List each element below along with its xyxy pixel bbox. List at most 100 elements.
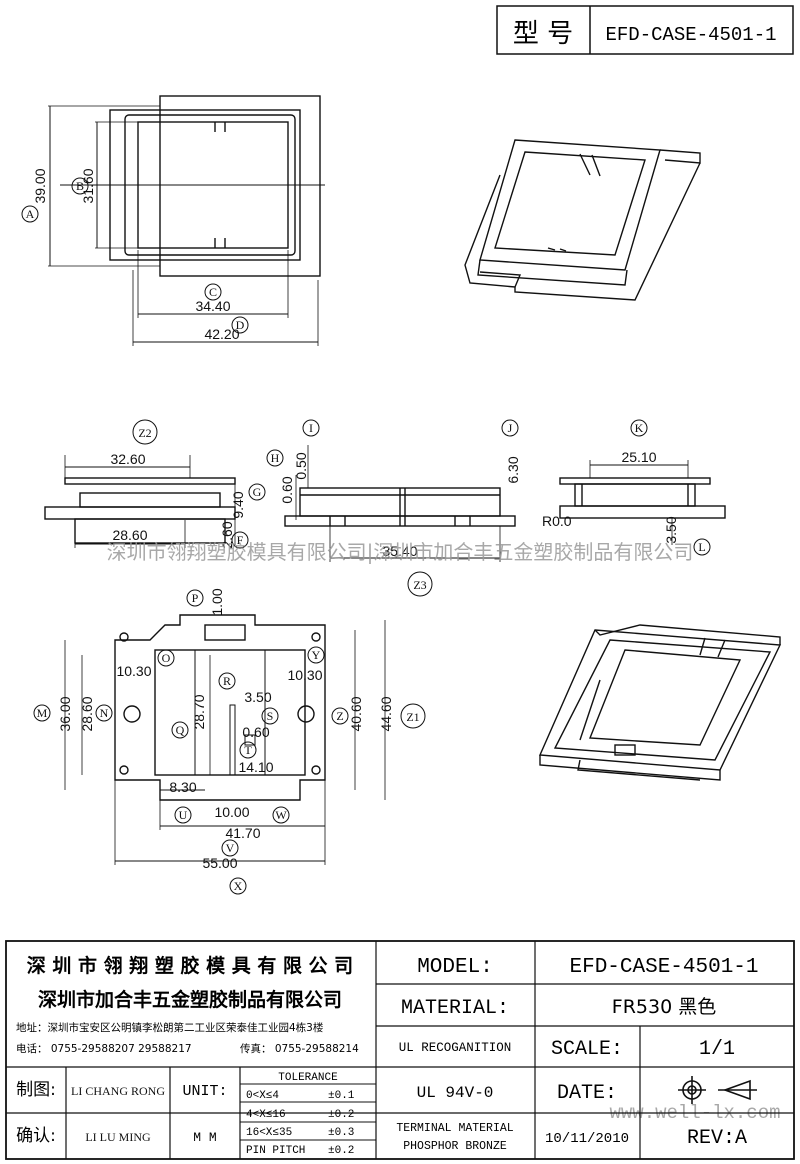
label-O: O — [157, 649, 175, 667]
dim-9-4: 9.40 — [230, 491, 246, 518]
ul-value: UL 94V-0 — [417, 1084, 494, 1102]
label-M: M — [33, 704, 51, 722]
terminal-material-value: PHOSPHOR BRONZE — [403, 1140, 507, 1153]
tolerance-value-4: ±0.2 — [328, 1145, 354, 1157]
company-phone: 电话： 0755-29588207 29588217 — [16, 1042, 192, 1055]
svg-text:N: N — [100, 706, 109, 720]
tolerance-value-1: ±0.1 — [328, 1090, 355, 1102]
dim-3-5b: 3.50 — [244, 689, 271, 705]
dim-r0: R0.0 — [542, 513, 572, 529]
dim-2-6: 2.60 — [219, 521, 235, 548]
label-Q: Q — [171, 721, 189, 739]
svg-text:H: H — [271, 451, 280, 465]
svg-text:C: C — [209, 285, 217, 299]
svg-text:J: J — [508, 421, 513, 435]
projection-symbol — [678, 1076, 757, 1104]
dim-34-4: 34.40 — [195, 298, 230, 314]
model-value: EFD-CASE-4501-1 — [569, 956, 758, 979]
tolerance-range-1: 0<X≤4 — [246, 1090, 279, 1102]
svg-text:O: O — [162, 651, 171, 665]
svg-text:A: A — [26, 207, 35, 221]
dim-8-3: 8.30 — [169, 779, 196, 795]
svg-text:Z: Z — [336, 709, 343, 723]
dim-39: 39.00 — [32, 168, 48, 203]
label-I: I — [302, 419, 320, 437]
dim-55: 55.00 — [202, 855, 237, 871]
label-S: S — [261, 707, 279, 725]
label-G: G — [248, 483, 266, 501]
dim-36: 36.00 — [57, 696, 73, 731]
label-Z: Z — [331, 707, 349, 725]
svg-text:L: L — [698, 540, 705, 554]
dim-0-6: 0.60 — [279, 476, 295, 503]
dim-3-5: 3.50 — [663, 516, 679, 543]
svg-text:T: T — [244, 743, 252, 757]
tolerance-title: TOLERANCE — [278, 1072, 338, 1084]
bottom-view — [64, 614, 386, 865]
svg-text:Y: Y — [312, 648, 321, 662]
dim-40-6: 40.60 — [348, 696, 364, 731]
dim-25-1: 25.10 — [621, 449, 656, 465]
header-model-box: 型 号 EFD-CASE-4501-1 — [496, 5, 794, 55]
ul-label: UL RECOGANITION — [399, 1041, 512, 1055]
right-view — [559, 460, 726, 545]
tolerance-value-3: ±0.3 — [328, 1127, 354, 1139]
svg-text:Z2: Z2 — [138, 426, 151, 440]
date-label: DATE: — [557, 1082, 617, 1105]
dim-0-6b: 0.60 — [242, 724, 269, 740]
label-F: F — [231, 531, 249, 549]
dim-10-0: 10.00 — [214, 804, 249, 820]
material-value: FR530 黑色 — [612, 996, 716, 1018]
tolerance-value-2: ±0.2 — [328, 1109, 354, 1121]
dim-10-3-right: 10.30 — [287, 667, 322, 683]
dim-28-6: 28.60 — [112, 527, 147, 543]
label-L: L — [693, 538, 711, 556]
dim-35-4: 35.40 — [382, 543, 417, 559]
svg-text:Q: Q — [176, 723, 185, 737]
label-B: B — [71, 177, 89, 195]
label-A: A — [21, 205, 39, 223]
svg-text:U: U — [179, 808, 188, 822]
label-U: U — [174, 806, 192, 824]
label-Z2: Z2 — [132, 419, 158, 445]
dim-10-3-left: 10.30 — [116, 663, 151, 679]
drawn-by-name: LI CHANG RONG — [71, 1084, 165, 1098]
tolerance-range-4: PIN PITCH — [246, 1145, 305, 1157]
svg-text:Z1: Z1 — [406, 710, 419, 724]
dim-32-6: 32.60 — [110, 451, 145, 467]
label-X: X — [229, 877, 247, 895]
svg-text:P: P — [192, 591, 199, 605]
dim-6-3: 6.30 — [505, 456, 521, 483]
label-R: R — [218, 672, 236, 690]
company-address: 地址：深圳市宝安区公明镇李松朗第二工业区荣泰佳工业园4栋3楼 — [16, 1021, 324, 1034]
label-Y: Y — [307, 646, 325, 664]
dim-42-2: 42.20 — [204, 326, 239, 342]
svg-text:R: R — [223, 674, 231, 688]
label-P: P — [186, 589, 204, 607]
terminal-material-label: TERMINAL MATERIAL — [396, 1122, 513, 1135]
iso-view-top — [464, 139, 701, 301]
unit-value: M M — [193, 1130, 216, 1145]
model-label: MODEL: — [417, 956, 493, 979]
label-Z1: Z1 — [400, 703, 426, 729]
title-block-grid — [5, 940, 795, 1160]
tolerance-range-3: 16<X≤35 — [246, 1127, 292, 1139]
svg-text:I: I — [309, 421, 313, 435]
svg-text:W: W — [275, 808, 287, 822]
company-name-2: 深圳市加合丰五金塑胶制品有限公司 — [38, 988, 342, 1011]
header-model-label: 型 号 — [513, 19, 573, 49]
company-fax: 传真： 0755-29588214 — [240, 1042, 359, 1055]
label-V: V — [221, 839, 239, 857]
dim-1-0: 1.00 — [209, 588, 225, 615]
label-H: H — [266, 449, 284, 467]
svg-text:V: V — [226, 841, 235, 855]
scale-value: 1/1 — [699, 1038, 735, 1061]
svg-text:G: G — [253, 485, 262, 499]
date-value: 10/11/2010 — [545, 1131, 629, 1147]
header-model-value: EFD-CASE-4501-1 — [605, 24, 776, 46]
dim-28-7: 28.70 — [191, 694, 207, 729]
label-K: K — [630, 419, 648, 437]
dim-0-5: 0.50 — [293, 452, 309, 479]
label-T: T — [239, 741, 257, 759]
